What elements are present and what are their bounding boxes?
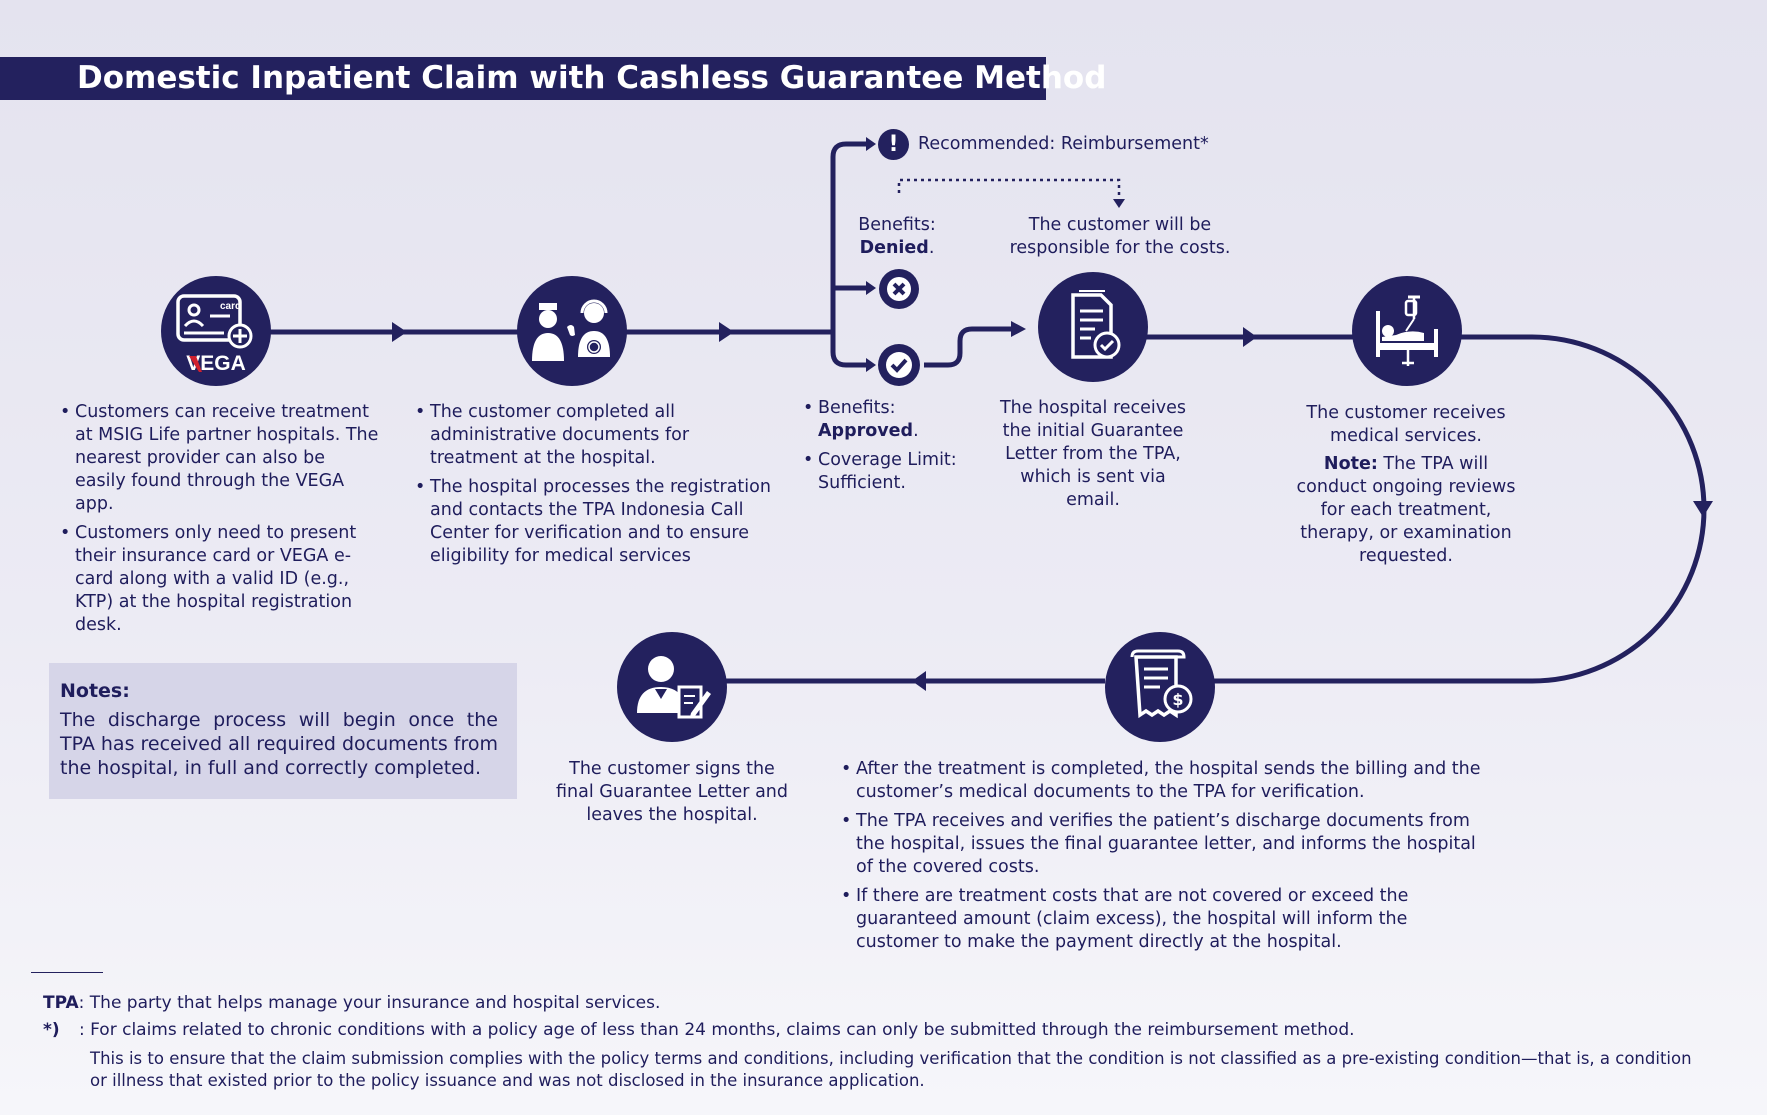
denied-value: Denied: [859, 238, 929, 258]
responsible-line2: responsible for the costs.: [1009, 238, 1231, 258]
vega-card-icon: card VEGA: [161, 276, 271, 386]
footnote-star-marker: *): [43, 1020, 60, 1040]
step6-text: The customer signs the final Guarantee L…: [556, 759, 788, 825]
step3-text: The hospital receives the initial Guaran…: [999, 398, 1187, 510]
billing-invoice-icon: $: [1105, 632, 1215, 742]
step1-bullet-2: Customers only need to present their ins…: [60, 522, 380, 637]
step2-bullet-2: The hospital processes the registration …: [415, 476, 780, 568]
step1-text: Customers can receive treatment at MSIG …: [60, 401, 380, 643]
svg-text:$: $: [1172, 690, 1183, 709]
responsible-line1: The customer will be: [1028, 215, 1212, 235]
step5-bullet-3: If there are treatment costs that are no…: [841, 885, 1491, 954]
guarantee-letter-icon: [1038, 272, 1148, 382]
approved-coverage: Coverage Limit: Sufficient.: [803, 449, 958, 495]
approved-conditions: Benefits:Approved. Coverage Limit: Suffi…: [803, 397, 973, 501]
signing-customer-icon: [617, 632, 727, 742]
step5-text: After the treatment is completed, the ho…: [841, 758, 1491, 960]
patient-bed-icon: [1352, 276, 1462, 386]
footnote-star-line1: : For claims related to chronic conditio…: [79, 1020, 1355, 1040]
recommended-label: Recommended: Reimbursement*: [918, 134, 1209, 154]
step4-note: Note: The TPA will conduct ongoing revie…: [1296, 454, 1516, 566]
footnote-divider: [31, 972, 103, 973]
responsible-note: The customer will be responsible for the…: [1004, 214, 1236, 260]
denied-benefits-label: Benefits:: [858, 215, 936, 235]
step5-bullet-1: After the treatment is completed, the ho…: [841, 758, 1491, 804]
step2-text: The customer completed all administrativ…: [415, 401, 780, 574]
footnote-star-line3: or illness that existed prior to the pol…: [90, 1071, 925, 1090]
approved-benefits: Benefits:Approved.: [803, 397, 973, 443]
page-title: Domestic Inpatient Claim with Cashless G…: [0, 57, 1106, 100]
notes-box: Notes: The discharge process will begin …: [49, 663, 517, 799]
hospital-staff-icon: [517, 276, 627, 386]
footnote-star-line2: This is to ensure that the claim submiss…: [90, 1049, 1692, 1068]
card-text: card: [220, 301, 241, 312]
notes-body: The discharge process will begin once th…: [60, 709, 498, 779]
step2-bullet-1: The customer completed all administrativ…: [415, 401, 780, 470]
denied-suffix: .: [928, 238, 935, 258]
denied-label: Benefits: Denied.: [852, 214, 942, 260]
vega-logo: VEGA: [186, 352, 246, 375]
step4-main: The customer receives medical services.: [1306, 403, 1506, 446]
step1-bullet-1: Customers can receive treatment at MSIG …: [60, 401, 380, 516]
footnote-tpa: TPA: The party that helps manage your in…: [43, 993, 661, 1013]
approved-check-icon: [878, 344, 920, 386]
notes-title: Notes:: [60, 680, 130, 702]
denied-x-icon: [879, 269, 919, 309]
exclamation-icon: !: [878, 129, 909, 160]
step5-bullet-2: The TPA receives and verifies the patien…: [841, 810, 1491, 879]
step4-text: The customer receives medical services. …: [1290, 402, 1522, 568]
